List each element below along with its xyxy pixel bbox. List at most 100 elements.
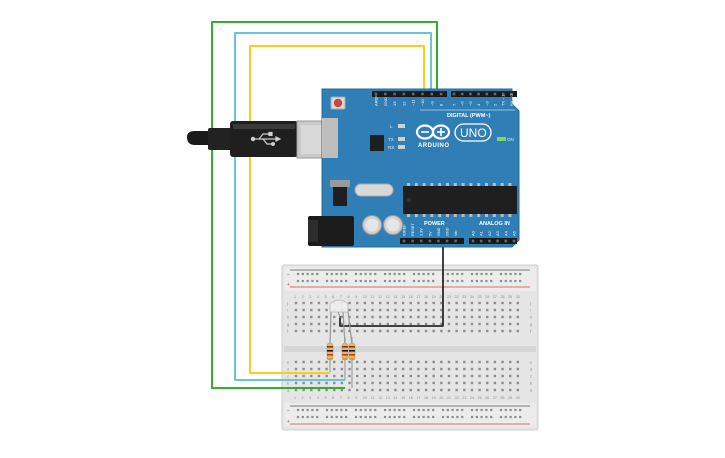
- breadboard-hole[interactable]: [440, 308, 443, 312]
- rail-hole[interactable]: [456, 272, 459, 276]
- breadboard-hole[interactable]: [509, 374, 512, 378]
- breadboard-hole[interactable]: [463, 329, 466, 333]
- breadboard-hole[interactable]: [394, 360, 397, 364]
- breadboard-hole[interactable]: [432, 381, 435, 385]
- breadboard-hole[interactable]: [394, 308, 397, 312]
- header-pin[interactable]: [411, 92, 415, 96]
- rail-hole[interactable]: [412, 279, 416, 283]
- breadboard-hole[interactable]: [470, 322, 474, 326]
- breadboard-hole[interactable]: [333, 360, 336, 364]
- breadboard-hole[interactable]: [378, 308, 382, 312]
- header-pin[interactable]: [437, 239, 440, 243]
- breadboard-hole[interactable]: [356, 360, 359, 364]
- breadboard-hole[interactable]: [294, 301, 298, 305]
- rail-hole[interactable]: [316, 272, 319, 276]
- breadboard-hole[interactable]: [486, 360, 489, 364]
- rail-hole[interactable]: [393, 408, 396, 412]
- breadboard-hole[interactable]: [294, 367, 298, 371]
- rail-hole[interactable]: [470, 415, 474, 419]
- breadboard-hole[interactable]: [302, 329, 305, 333]
- breadboard-hole[interactable]: [478, 329, 481, 333]
- breadboard-hole[interactable]: [401, 360, 405, 364]
- rail-hole[interactable]: [499, 415, 503, 419]
- rail-hole[interactable]: [514, 272, 517, 276]
- breadboard-hole[interactable]: [294, 374, 298, 378]
- rail-hole[interactable]: [296, 279, 300, 283]
- rail-hole[interactable]: [456, 415, 459, 419]
- rail-hole[interactable]: [301, 272, 304, 276]
- breadboard-hole[interactable]: [455, 301, 458, 305]
- breadboard-hole[interactable]: [447, 367, 451, 371]
- rail-hole[interactable]: [306, 415, 309, 419]
- rail-hole[interactable]: [374, 408, 377, 412]
- rail-hole[interactable]: [432, 272, 435, 276]
- rail-hole[interactable]: [335, 408, 338, 412]
- rail-hole[interactable]: [490, 415, 493, 419]
- rail-hole[interactable]: [509, 408, 512, 412]
- breadboard-hole[interactable]: [417, 322, 420, 326]
- rail-hole[interactable]: [369, 279, 372, 283]
- breadboard-hole[interactable]: [363, 381, 367, 385]
- breadboard-hole[interactable]: [302, 381, 305, 385]
- reset-button-cap[interactable]: [333, 98, 343, 108]
- breadboard-hole[interactable]: [493, 388, 497, 392]
- breadboard-hole[interactable]: [401, 322, 405, 326]
- breadboard-hole[interactable]: [424, 388, 428, 392]
- rail-hole[interactable]: [359, 408, 362, 412]
- breadboard-hole[interactable]: [401, 381, 405, 385]
- rail-hole[interactable]: [388, 408, 391, 412]
- breadboard-hole[interactable]: [310, 388, 313, 392]
- breadboard-hole[interactable]: [333, 315, 336, 319]
- breadboard-hole[interactable]: [333, 381, 336, 385]
- breadboard-hole[interactable]: [478, 367, 481, 371]
- breadboard-hole[interactable]: [356, 322, 359, 326]
- breadboard-hole[interactable]: [348, 360, 351, 364]
- header-pin[interactable]: [402, 92, 406, 96]
- breadboard-hole[interactable]: [470, 301, 474, 305]
- rail-hole[interactable]: [499, 272, 503, 276]
- rail-hole[interactable]: [422, 279, 425, 283]
- breadboard-hole[interactable]: [424, 381, 428, 385]
- breadboard-hole[interactable]: [356, 381, 359, 385]
- breadboard-hole[interactable]: [463, 301, 466, 305]
- rail-hole[interactable]: [345, 408, 348, 412]
- header-pin[interactable]: [477, 92, 480, 96]
- breadboard-hole[interactable]: [447, 329, 451, 333]
- rail-hole[interactable]: [451, 272, 454, 276]
- rail-hole[interactable]: [345, 272, 348, 276]
- breadboard-hole[interactable]: [424, 322, 428, 326]
- breadboard-hole[interactable]: [470, 374, 474, 378]
- rail-hole[interactable]: [354, 279, 358, 283]
- breadboard-hole[interactable]: [440, 322, 443, 326]
- rail-hole[interactable]: [480, 408, 483, 412]
- breadboard-hole[interactable]: [363, 329, 367, 333]
- breadboard-hole[interactable]: [417, 301, 420, 305]
- breadboard-hole[interactable]: [386, 308, 389, 312]
- breadboard-hole[interactable]: [302, 374, 305, 378]
- breadboard-hole[interactable]: [417, 329, 420, 333]
- usb-cable[interactable]: [187, 120, 340, 159]
- breadboard-hole[interactable]: [440, 329, 443, 333]
- rail-hole[interactable]: [446, 279, 449, 283]
- breadboard-hole[interactable]: [417, 308, 420, 312]
- breadboard-hole[interactable]: [440, 388, 443, 392]
- breadboard-hole[interactable]: [371, 367, 374, 371]
- rail-hole[interactable]: [374, 272, 377, 276]
- rail-hole[interactable]: [461, 415, 464, 419]
- breadboard-hole[interactable]: [486, 308, 489, 312]
- breadboard-hole[interactable]: [386, 322, 389, 326]
- breadboard-hole[interactable]: [356, 388, 359, 392]
- breadboard-hole[interactable]: [455, 381, 458, 385]
- breadboard-hole[interactable]: [409, 301, 412, 305]
- breadboard-hole[interactable]: [302, 367, 305, 371]
- breadboard-hole[interactable]: [348, 374, 351, 378]
- breadboard-hole[interactable]: [486, 367, 489, 371]
- breadboard-hole[interactable]: [302, 301, 305, 305]
- rail-hole[interactable]: [388, 279, 391, 283]
- rail-hole[interactable]: [432, 279, 435, 283]
- rail-hole[interactable]: [499, 279, 503, 283]
- rail-hole[interactable]: [296, 408, 300, 412]
- rail-hole[interactable]: [499, 408, 503, 412]
- rail-hole[interactable]: [359, 279, 362, 283]
- header-pin[interactable]: [419, 239, 423, 243]
